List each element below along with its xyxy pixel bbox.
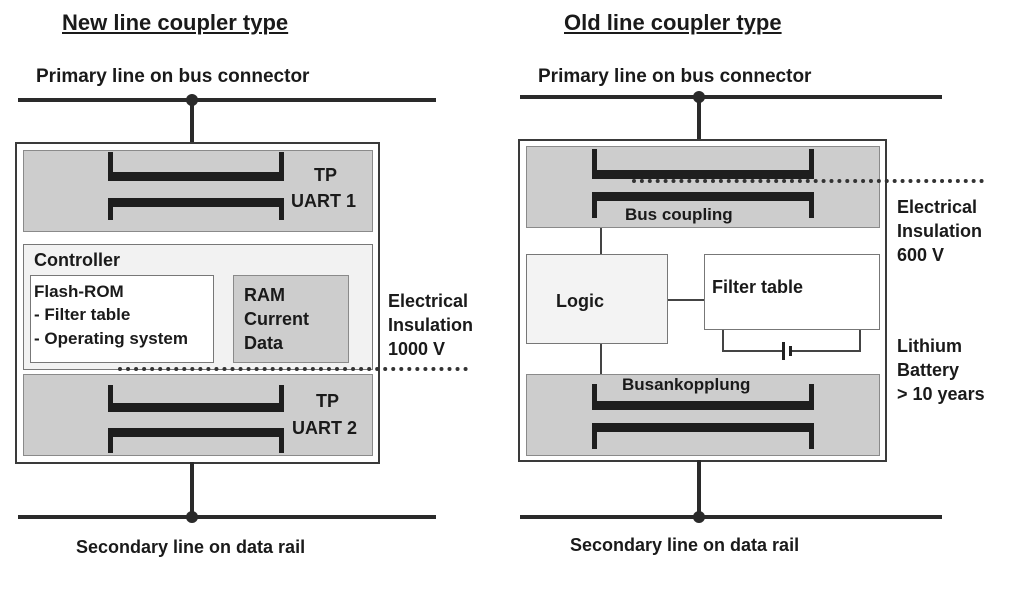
old-secondary-connector <box>697 460 701 518</box>
tp-uart-2-label-line1: TP <box>316 391 340 411</box>
ram-label-line3: Data <box>244 333 284 353</box>
logic-top-wire <box>600 228 602 254</box>
uart-2-tick <box>108 428 113 453</box>
bus-coupling-label: Bus coupling <box>625 205 733 224</box>
tp-uart-1-label-line1: TP <box>314 165 338 185</box>
old-primary-line-label: Primary line on bus connector <box>538 66 812 87</box>
battery-wire-bottom-right <box>792 350 861 352</box>
ram-label-line2: Current <box>244 309 310 329</box>
uart-1-tick <box>108 152 113 181</box>
tp-uart-1-block <box>23 150 373 232</box>
old-secondary-line <box>520 515 942 519</box>
uart-2-tick <box>279 385 284 412</box>
ram-label-line1: RAM <box>244 285 285 305</box>
bus-coupling-block <box>526 146 880 228</box>
new-primary-line-label: Primary line on bus connector <box>36 66 310 87</box>
busankopplung-label: Busankopplung <box>622 375 751 394</box>
battery-wire-bottom-left <box>722 350 782 352</box>
uart-1-bar-lower <box>108 198 284 207</box>
old-coupler-heading: Old line coupler type <box>564 10 782 35</box>
old-primary-line <box>520 95 942 99</box>
old-insulation-line3: 600 V <box>897 245 945 265</box>
uart-1-tick <box>279 152 284 181</box>
new-secondary-connector <box>190 462 194 518</box>
old-insulation-label: Electrical Insulation 600 V <box>897 195 982 267</box>
tp-uart-2-block <box>23 374 373 456</box>
flash-rom-block <box>30 275 214 363</box>
bus-coupling-tick <box>809 192 814 218</box>
bus-coupling-tick <box>592 192 597 218</box>
old-insulation-line2: Insulation <box>897 221 982 241</box>
uart-1-bar-upper <box>108 172 284 181</box>
busankopplung-block <box>526 374 880 456</box>
ram-block <box>233 275 349 363</box>
old-primary-connector <box>697 97 701 141</box>
new-insulation-boundary <box>118 367 468 371</box>
filter-table-block <box>704 254 880 330</box>
old-insulation-line1: Electrical <box>897 197 978 217</box>
new-secondary-line <box>18 515 436 519</box>
battery-line2: Battery <box>897 360 960 380</box>
flash-rom-operating-system: - Operating system <box>34 329 188 348</box>
logic-block <box>526 254 668 344</box>
old-secondary-junction <box>693 511 705 523</box>
logic-label: Logic <box>556 291 604 311</box>
bus-coupling-bar-upper <box>592 170 814 179</box>
new-insulation-line2: Insulation <box>388 315 473 335</box>
filter-table-label: Filter table <box>712 277 804 297</box>
busankopplung-tick <box>592 384 597 410</box>
old-secondary-line-label: Secondary line on data rail <box>570 535 800 555</box>
uart-2-bar-upper <box>108 403 284 412</box>
uart-1-tick <box>108 198 113 220</box>
battery-line3: > 10 years <box>897 384 985 404</box>
busankopplung-bar-lower <box>592 423 814 432</box>
uart-1-tick <box>279 198 284 220</box>
battery-icon <box>779 341 795 361</box>
new-coupler-heading: New line coupler type <box>62 10 289 35</box>
logic-bottom-wire <box>600 344 602 374</box>
battery-plate-short <box>789 346 792 356</box>
controller-label: Controller <box>34 250 121 270</box>
battery-wire-right <box>859 330 861 351</box>
busankopplung-tick <box>592 423 597 449</box>
busankopplung-tick <box>809 384 814 410</box>
battery-plate-long <box>782 342 785 360</box>
battery-wire-left <box>722 330 724 351</box>
new-primary-connector <box>190 100 194 144</box>
battery-line1: Lithium <box>897 336 962 356</box>
logic-filter-wire <box>668 299 704 301</box>
bus-coupling-tick <box>592 149 597 179</box>
battery-label: Lithium Battery > 10 years <box>897 334 985 406</box>
new-insulation-label: Electrical Insulation 1000 V <box>388 289 473 361</box>
tp-uart-1-label-line2: UART 1 <box>291 191 357 211</box>
uart-2-tick <box>108 385 113 412</box>
busankopplung-bar-upper <box>592 401 814 410</box>
tp-uart-2-label-line2: UART 2 <box>292 418 358 438</box>
new-insulation-line3: 1000 V <box>388 339 446 359</box>
bus-coupling-bar-lower <box>592 192 814 201</box>
uart-2-bar-lower <box>108 428 284 437</box>
old-insulation-boundary <box>632 179 984 183</box>
bus-coupling-tick <box>809 149 814 179</box>
flash-rom-title: Flash-ROM <box>34 282 124 301</box>
flash-rom-filter-table: - Filter table <box>34 305 131 324</box>
new-secondary-junction <box>186 511 198 523</box>
new-secondary-line-label: Secondary line on data rail <box>76 537 306 557</box>
new-insulation-line1: Electrical <box>388 291 469 311</box>
new-primary-line <box>18 98 436 102</box>
uart-2-tick <box>279 428 284 453</box>
busankopplung-tick <box>809 423 814 449</box>
